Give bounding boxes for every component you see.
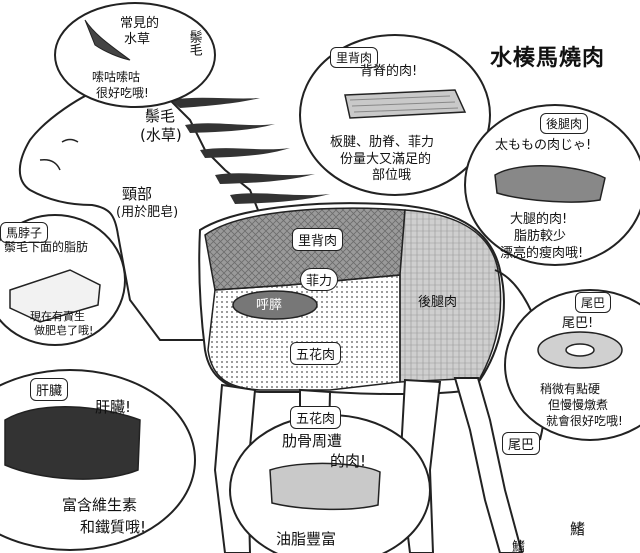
sirloin-line1: 背脊的肉! [360, 64, 418, 79]
hind-line3: 脂肪較少 [514, 229, 567, 244]
label-fillet-scribble: 呼膵 [256, 298, 283, 313]
neckfat-line1: 鬃毛下面的脂肪 [4, 240, 89, 254]
belly-tag: 五花肉 [290, 406, 342, 429]
tail-line2: 稍微有點硬 [540, 382, 601, 396]
hind-tag: 後腿肉 [540, 113, 589, 134]
waterweed-line2: 水草 [124, 32, 151, 47]
waterweed-sfx2: 很好吃哦! [96, 86, 149, 100]
label-hind: 後腿肉 [418, 295, 458, 310]
mane-strands [170, 97, 330, 204]
label-neck-note: (用於肥皂) [116, 205, 179, 220]
sirloin-line4: 部位哦 [372, 168, 412, 183]
sirloin-line3: 份量大又滿足的 [340, 152, 432, 167]
liver-tag: 肝臟 [30, 378, 69, 401]
waterweed-side: 鬃毛 [186, 30, 202, 56]
label-sirloin: 里背肉 [292, 228, 344, 251]
label-mane: 鬃毛 [145, 107, 176, 125]
liver-line3: 和鐵質哦! [80, 518, 147, 536]
waterweed-sfx1: 嗦咕嗦咕 [92, 70, 141, 84]
sirloin-tag: 里背肉 [330, 47, 379, 68]
label-neck: 頸部 [122, 185, 153, 203]
belly-line2: 的肉! [330, 452, 367, 470]
hind-region [399, 209, 502, 383]
tail-tag: 尾巴 [575, 292, 612, 313]
label-tail: 尾巴 [502, 432, 541, 455]
belly-region [207, 274, 401, 391]
liver-line2: 富含維生素 [62, 496, 138, 514]
belly-line1: 肋骨周遭 [282, 432, 343, 450]
tail-line1: 尾巴! [562, 316, 594, 331]
fillet-region [232, 290, 318, 320]
hind-line1: 太ももの肉じゃ! [495, 138, 592, 153]
label-belly: 五花肉 [290, 342, 342, 365]
bubble-waterweed-shape [54, 2, 216, 108]
liver-line1: 肝臟! [95, 398, 132, 416]
waterweed-line1: 常見的 [120, 16, 160, 31]
label-fin-small: 鰭 [512, 540, 526, 553]
belly-line3: 油脂豐富 [276, 530, 337, 548]
hind-line2: 大腿的肉! [510, 212, 568, 227]
label-fillet: 菲力 [300, 268, 339, 291]
neckfat-line3: 做肥皂了哦! [34, 324, 94, 337]
waterweed-drawing [84, 19, 131, 61]
meat-illustrations [4, 89, 623, 511]
tail-line4: 就會很好吃哦! [546, 414, 623, 428]
sirloin-line2: 板腱、肋脊、菲力 [330, 135, 435, 150]
neckfat-tag: 馬脖子 [0, 222, 49, 243]
label-mane-note: (水草) [140, 126, 182, 144]
hind-line4: 漂亮的瘦肉哦! [500, 246, 584, 261]
page-title: 水楱馬燒肉 [490, 45, 606, 71]
tail-line3: 但慢慢燉煮 [548, 398, 609, 412]
label-fin: 鰭 [570, 520, 586, 538]
neckfat-line2: 現在有賣生 [30, 310, 85, 323]
